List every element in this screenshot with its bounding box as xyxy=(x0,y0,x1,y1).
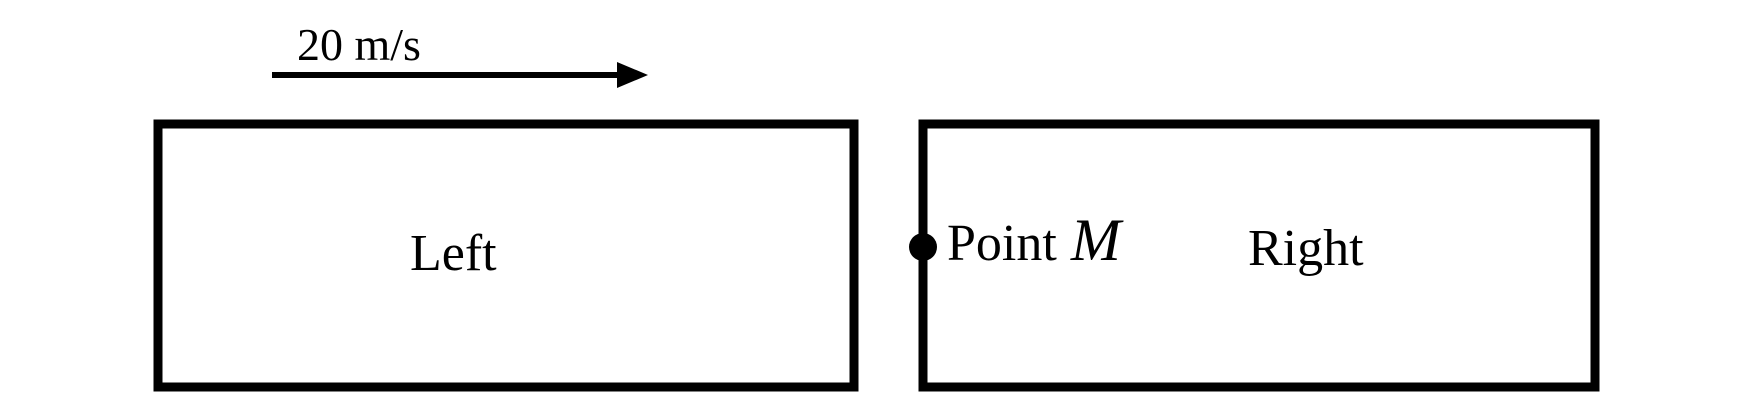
left-block xyxy=(153,119,859,392)
velocity-arrow-head xyxy=(617,62,648,88)
left-block-label: Left xyxy=(410,225,497,282)
right-block-label: Right xyxy=(1248,220,1364,277)
point-m-marker xyxy=(909,233,937,261)
velocity-label: 20 m/s xyxy=(297,19,421,70)
point-m-prefix: Point xyxy=(947,215,1057,272)
point-m-symbol: M xyxy=(1070,207,1124,273)
